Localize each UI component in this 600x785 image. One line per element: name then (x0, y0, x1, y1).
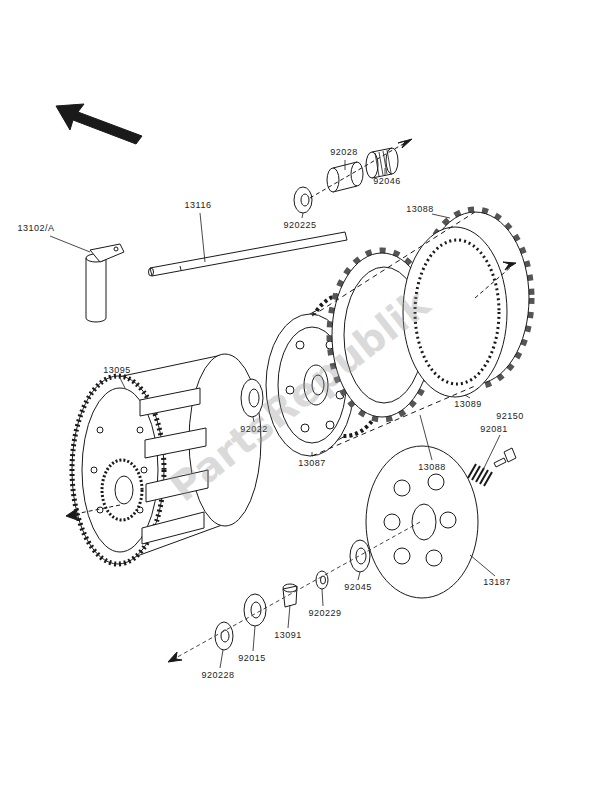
callout-number: 920228 (201, 671, 234, 680)
callout-number: 13091 (274, 631, 302, 640)
callout-number: 92045 (344, 583, 372, 592)
callout-number: 920229 (308, 609, 341, 618)
callout-number: 13087 (298, 459, 326, 468)
washer (294, 187, 312, 213)
washer (215, 622, 233, 650)
arrow-head (398, 139, 412, 148)
arrow-head (66, 508, 80, 521)
ball-bearing (350, 540, 370, 572)
callout-number: 920225 (283, 221, 316, 230)
callout-number: 13102/A (17, 224, 54, 233)
assembly-line (310, 140, 410, 198)
arrow-head (503, 262, 516, 270)
callout-number: 13089 (454, 400, 482, 409)
spacer (283, 584, 297, 607)
pressure-plate (366, 446, 478, 598)
nut (244, 594, 266, 626)
callout-number: 92150 (496, 412, 524, 421)
callout-number: 92028 (330, 148, 358, 157)
direction-arrow (56, 104, 142, 144)
callout-number: 13095 (103, 366, 131, 375)
push-rod (149, 232, 348, 276)
callout-number: 92046 (373, 177, 401, 186)
callout-number: 92081 (480, 425, 508, 434)
callout-number: 13088 (406, 205, 434, 214)
callout-number: 92015 (238, 654, 266, 663)
release-lever (86, 244, 124, 322)
clutch-spring (468, 464, 492, 486)
callout-number: 13187 (483, 578, 511, 587)
assembly-line (475, 266, 512, 298)
bolt (494, 448, 516, 467)
arrow-head (168, 652, 182, 662)
callout-number: 13088 (418, 463, 446, 472)
callout-number: 13116 (185, 201, 212, 210)
leader-lines (50, 160, 500, 668)
assembly-line (172, 522, 420, 660)
